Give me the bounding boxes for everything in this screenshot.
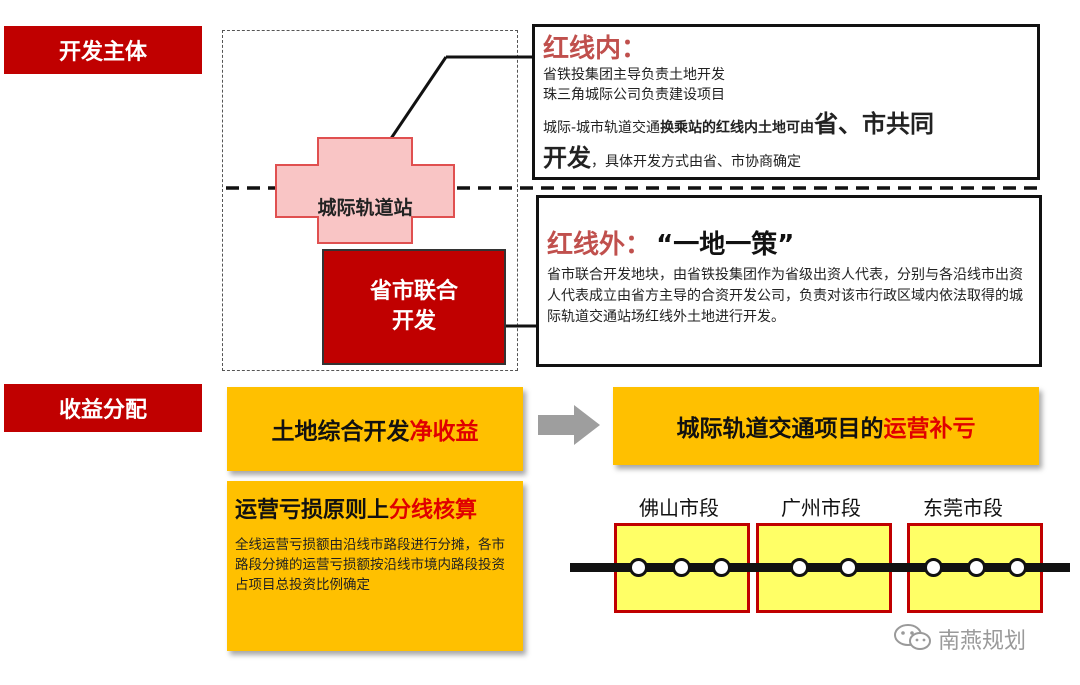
section-tag-label: 开发主体 (58, 40, 147, 65)
watermark-text: 南燕规划 (938, 629, 1027, 654)
net-revenue-box: 土地综合开发净收益 (227, 387, 523, 471)
inside-redline-line1: 省铁投集团主导负责土地开发 (543, 67, 725, 83)
operation-subsidy-box: 城际轨道交通项目的运营补亏 (613, 387, 1039, 465)
rail-line (570, 563, 1070, 572)
inside-line4-big: 开发 (543, 144, 591, 172)
segment-label-guangzhou: 广州市段 (781, 496, 861, 520)
station-label: 城际轨道站 (317, 197, 413, 219)
outside-redline-title: 红线外： (547, 230, 652, 260)
outside-redline-box: 红线外： “一地一策” 省市联合开发地块，由省铁投集团作为省级出资人代表，分别与… (536, 195, 1042, 367)
section-tag-development-subject: 开发主体 (4, 26, 202, 74)
inside-line4-rest: ，具体开发方式由省、市协商确定 (591, 154, 801, 170)
joint-development-box: 省市联合 开发 (322, 249, 506, 365)
right-arrow-icon (538, 405, 600, 445)
station-dot-icon (629, 558, 648, 577)
station-dot-icon (924, 558, 943, 577)
connector-inside (388, 56, 448, 141)
section-tag-revenue-distribution: 收益分配 (4, 384, 202, 432)
outside-redline-title-row: 红线外： “一地一策” (547, 228, 1031, 265)
joint-development-line2: 开发 (391, 309, 436, 334)
station-cross-shape (275, 137, 455, 244)
station-dot-icon (1008, 558, 1027, 577)
station-dot-icon (712, 558, 731, 577)
section-tag-label: 收益分配 (58, 398, 147, 423)
wechat-icon (894, 624, 931, 650)
loss-accounting-title: 运营亏损原则上分线核算 (235, 493, 517, 529)
joint-development-line1: 省市联合 (369, 279, 458, 304)
inside-redline-box: 红线内： 省铁投集团主导负责土地开发 珠三角城际公司负责建设项目 城际-城市轨道… (532, 24, 1040, 180)
net-revenue-highlight: 净收益 (409, 419, 479, 445)
station-area-frame (222, 30, 518, 371)
station-dot-icon (672, 558, 691, 577)
outside-redline-body: 省市联合开发地块，由省铁投集团作为省级出资人代表，分别与各沿线市出资人代表成立由… (547, 267, 1023, 325)
inside-redline-line4: 开发，具体开发方式由省、市协商确定 (543, 143, 1029, 176)
inside-redline-line2: 珠三角城际公司负责建设项目 (543, 87, 725, 103)
inside-line3-bold: 换乘站的红线内土地可由 (660, 120, 815, 136)
station-dot-icon (790, 558, 809, 577)
inside-redline-title: 红线内： (543, 34, 648, 64)
net-revenue-label: 土地综合开发 (271, 419, 410, 445)
inside-redline-line3: 城际-城市轨道交通换乘站的红线内土地可由省、市共同 (543, 109, 1029, 143)
outside-redline-quote: “一地一策” (656, 230, 795, 260)
loss-accounting-body: 全线运营亏损额由沿线市路段进行分摊，各市路段分摊的运营亏损额按沿线市境内路段投资… (235, 537, 505, 593)
loss-title-highlight: 分线核算 (389, 498, 478, 523)
inside-line3-prefix: 城际-城市轨道交通 (543, 120, 661, 136)
operation-subsidy-label: 城际轨道交通项目的 (676, 416, 884, 442)
operation-subsidy-highlight: 运营补亏 (883, 416, 976, 442)
segment-label-dongguan: 东莞市段 (923, 496, 1003, 520)
inside-line3-big: 省、市共同 (814, 110, 935, 138)
station-dot-icon (967, 558, 986, 577)
segment-label-foshan: 佛山市段 (639, 496, 719, 520)
station-dot-icon (839, 558, 858, 577)
loss-accounting-box: 运营亏损原则上分线核算 全线运营亏损额由沿线市路段进行分摊，各市路段分摊的运营亏… (227, 481, 523, 651)
loss-title-label: 运营亏损原则上 (235, 498, 390, 523)
